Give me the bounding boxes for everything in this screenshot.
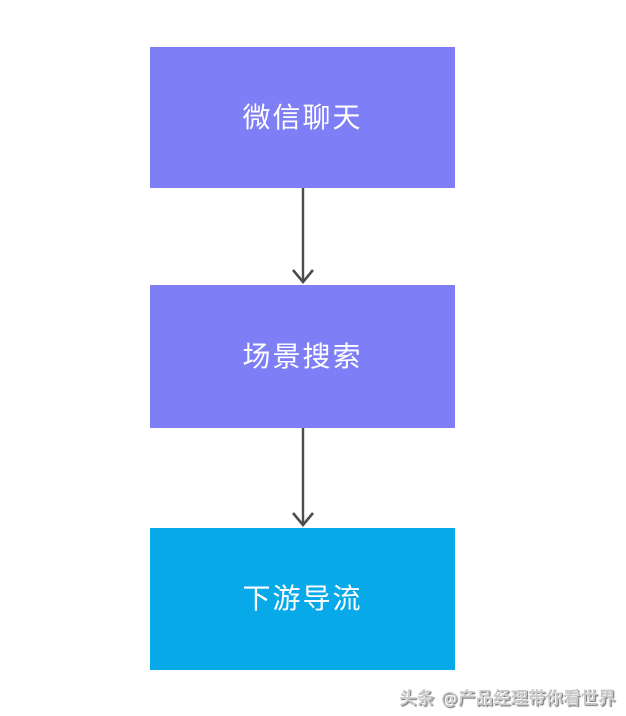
node-scene-search-label: 场景搜索 xyxy=(242,339,363,373)
arrow-down-icon xyxy=(291,428,315,528)
node-wechat-chat: 微信聊天 xyxy=(150,47,455,188)
node-downstream-traffic-label: 下游导流 xyxy=(242,582,363,615)
node-scene-search: 场景搜索 xyxy=(150,285,455,428)
arrow-down-icon xyxy=(291,188,315,285)
node-downstream-traffic: 下游导流 xyxy=(150,528,455,670)
watermark: 头条 @产品经理带你看世界 xyxy=(399,689,616,709)
node-wechat-chat-label: 微信聊天 xyxy=(242,100,363,134)
